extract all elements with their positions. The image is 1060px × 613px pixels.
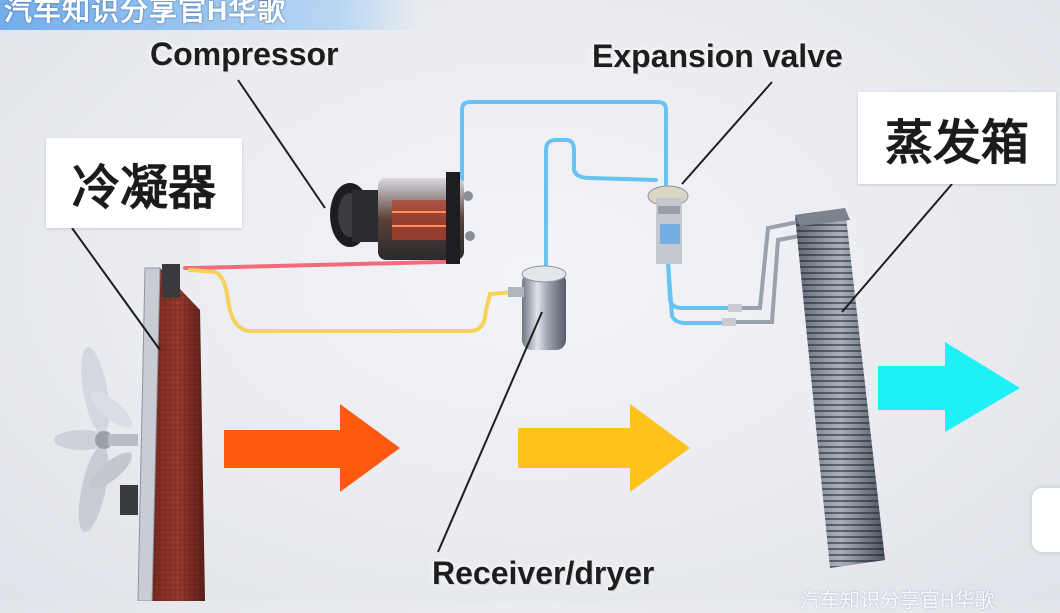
line-condenser-to-receiver [188, 268, 517, 333]
condenser-label-text: 冷凝器 [71, 160, 216, 216]
airflow-arrow-cool [878, 342, 1020, 432]
evaporator-label: 蒸发箱 [858, 92, 1056, 184]
pointer-condenser [71, 227, 161, 351]
compressor-label: Compressor [150, 36, 339, 72]
watermark: 汽车知识分享官H华歌 [800, 590, 995, 612]
condenser-label: 冷凝器 [46, 138, 242, 228]
expansion-valve-unit [647, 185, 689, 264]
condenser-unit [120, 264, 205, 601]
fan-icon [54, 347, 138, 533]
line-valve-to-evaporator-2 [666, 260, 730, 325]
compressor-unit [330, 172, 475, 264]
evaporator-label-text: 蒸发箱 [884, 115, 1029, 171]
line-valve-to-evaporator-1 [666, 260, 737, 310]
line-receiver-to-valve [544, 138, 658, 270]
refrigerant-lines [183, 100, 802, 333]
pointer-expansion [681, 81, 773, 185]
pointer-lines [71, 79, 953, 553]
pointer-compressor [237, 79, 326, 209]
channel-banner: 汽车知识分享官H华歌 [0, 0, 420, 30]
receiver-dryer-unit [508, 265, 567, 350]
airflow-arrow-warm [518, 404, 690, 492]
airflow-arrow-hot [224, 404, 400, 492]
line-suction-top [460, 100, 668, 187]
receiver-dryer-label: Receiver/dryer [432, 555, 655, 591]
evaporator-tubes [726, 220, 802, 324]
expansion-valve-label: Expansion valve [592, 38, 843, 74]
evaporator-unit [795, 208, 885, 568]
pointer-evaporator [841, 183, 953, 313]
pointer-receiver [437, 311, 543, 553]
corner-logo-icon [1032, 488, 1060, 552]
